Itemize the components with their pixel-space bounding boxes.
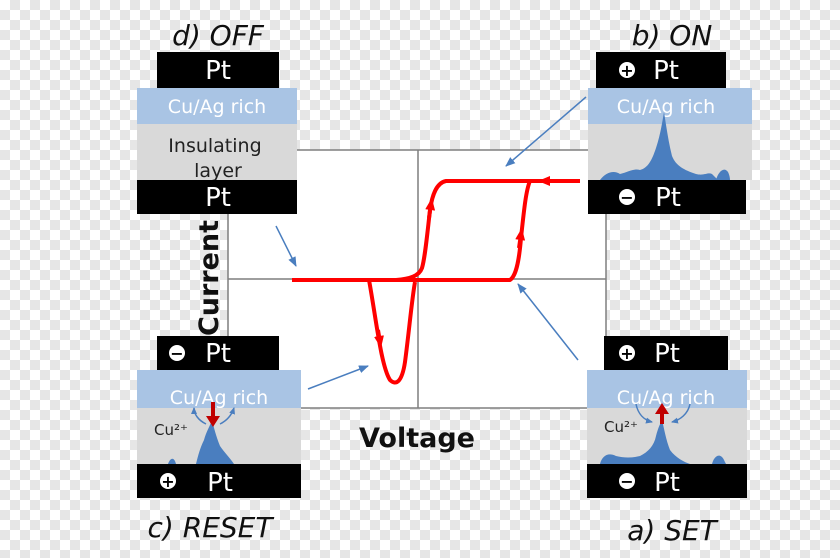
plus-sign-icon — [160, 473, 176, 489]
y-axis-label: Current — [194, 220, 225, 336]
pointer-arrow-on — [505, 96, 587, 167]
plus-sign-icon — [619, 62, 635, 78]
insulator-label-line2: layer — [194, 160, 242, 182]
top-sign-on: + — [620, 61, 633, 80]
state-label-set: a) SET — [627, 514, 718, 547]
state-label-on: b) ON — [632, 19, 713, 52]
x-axis-label: Voltage — [359, 423, 475, 454]
iv-curve-arrow-bottom — [374, 329, 384, 348]
ion-arrow-left-icon — [635, 403, 653, 424]
cu-ag-label-reset: Cu/Ag rich — [170, 387, 268, 409]
filament-set — [600, 420, 690, 464]
bottom-electrode-label-set: Pt — [654, 468, 680, 498]
cu-ag-label-set: Cu/Ag rich — [617, 387, 715, 409]
bottom-electrode-on — [588, 180, 746, 214]
insulator-off — [137, 124, 297, 180]
ion-arrow-right-icon — [219, 407, 235, 425]
top-electrode-on — [596, 52, 726, 88]
down-arrow-head-icon — [206, 416, 220, 427]
cu-ag-label-off: Cu/Ag rich — [168, 96, 266, 118]
top-electrode-label-on: Pt — [653, 56, 679, 86]
panel-set: + Pt Cu/Ag rich Cu²⁺ − Pt a) SET — [587, 336, 747, 547]
iv-plot: Voltage Current — [194, 149, 607, 454]
plus-sign-icon — [619, 345, 635, 361]
insulator-label-line1: Insulating — [168, 135, 261, 157]
top-sign-set: + — [620, 344, 633, 363]
top-sign-reset: − — [170, 344, 183, 363]
state-label-reset: c) RESET — [148, 511, 275, 544]
ion-label-set: Cu²⁺ — [604, 418, 638, 436]
bottom-sign-set: − — [620, 472, 633, 491]
ion-arrow-left-icon — [191, 407, 207, 425]
panel-off: d) OFF Pt Cu/Ag rich Insulating layer Pt — [137, 19, 297, 214]
bottom-electrode-label-off: Pt — [205, 183, 231, 213]
panel-reset: − Pt Cu/Ag rich Cu²⁺ + Pt c) RESET — [137, 336, 301, 544]
cu-ag-label-on: Cu/Ag rich — [617, 96, 715, 118]
up-arrow-head-icon — [655, 403, 669, 414]
cu-ag-layer-off — [137, 88, 297, 124]
pointer-arrow-reset — [307, 365, 369, 390]
insulator-label-off: Insulating layer — [168, 135, 267, 182]
iv-curve-arrow-right — [515, 228, 526, 249]
cu-ag-layer-set — [587, 370, 747, 408]
filament-reset — [196, 420, 234, 464]
bottom-sign-on: − — [620, 188, 633, 207]
bottom-electrode-label-reset: Pt — [207, 468, 233, 498]
filament-on — [600, 112, 718, 180]
ion-arrow-right-icon — [671, 403, 691, 424]
minus-sign-icon — [169, 345, 185, 361]
iv-curve-arrow-left — [425, 198, 436, 219]
bottom-sign-reset: + — [161, 472, 174, 491]
cu-ag-layer-reset — [137, 370, 301, 408]
top-electrode-label-reset: Pt — [205, 339, 231, 369]
bottom-electrode-off — [137, 180, 297, 214]
pointer-arrow-set — [517, 283, 579, 361]
filament-nub-on — [716, 169, 730, 180]
top-electrode-label-set: Pt — [654, 339, 680, 369]
filament-nub-set — [712, 455, 726, 464]
state-label-off: d) OFF — [172, 19, 265, 52]
panel-on: b) ON + Pt Cu/Ag rich − Pt — [588, 19, 752, 214]
filament-nub-reset — [168, 458, 176, 464]
pointer-arrow-off — [275, 225, 297, 267]
minus-sign-icon — [619, 189, 635, 205]
top-electrode-off — [157, 52, 279, 88]
ion-label-reset: Cu²⁺ — [154, 421, 188, 439]
bottom-electrode-label-on: Pt — [655, 183, 681, 213]
pointer-arrows — [275, 96, 587, 390]
cu-ag-layer-on — [588, 88, 752, 124]
top-electrode-label-off: Pt — [205, 56, 231, 86]
bottom-electrode-set — [587, 464, 747, 498]
minus-sign-icon — [619, 473, 635, 489]
